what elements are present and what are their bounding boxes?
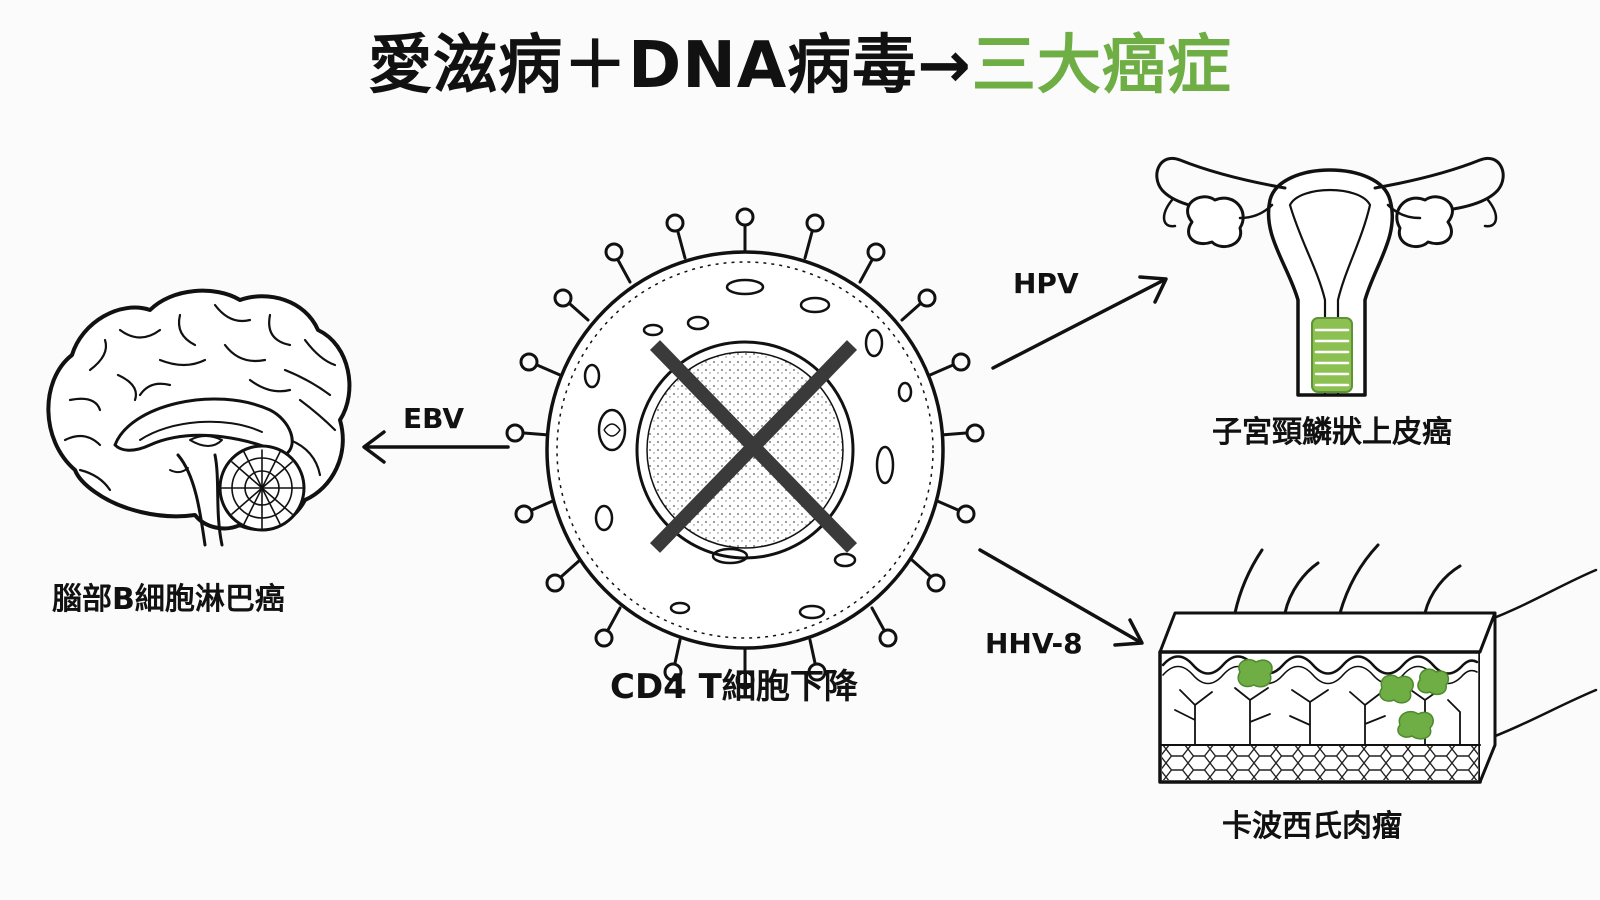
title-accent: 三大癌症 bbox=[971, 29, 1232, 103]
skin-section-icon bbox=[1158, 543, 1598, 784]
uterus-icon bbox=[1155, 156, 1505, 397]
cancer-label-kaposi: 卡波西氏肉瘤 bbox=[1222, 809, 1402, 844]
arrow-to-skin bbox=[978, 548, 1144, 647]
cancer-label-brain: 腦部B細胞淋巴癌 bbox=[52, 582, 285, 617]
arrow-to-brain bbox=[362, 430, 510, 464]
virus-label-ebv: EBV bbox=[403, 402, 465, 435]
center-label: CD4 T細胞下降 bbox=[610, 667, 858, 707]
virus-label-hhv8: HHV-8 bbox=[985, 627, 1083, 660]
arrow-to-uterus bbox=[991, 275, 1168, 370]
brain-icon bbox=[46, 288, 352, 547]
cancer-label-cervical: 子宮頸鱗狀上皮癌 bbox=[1212, 415, 1452, 450]
virus-label-hpv: HPV bbox=[1013, 267, 1079, 300]
title-main: 愛滋病＋DNA病毒→ bbox=[368, 29, 972, 103]
t-cell-crossed-icon bbox=[505, 207, 985, 690]
page-title: 愛滋病＋DNA病毒→三大癌症 bbox=[0, 28, 1600, 104]
